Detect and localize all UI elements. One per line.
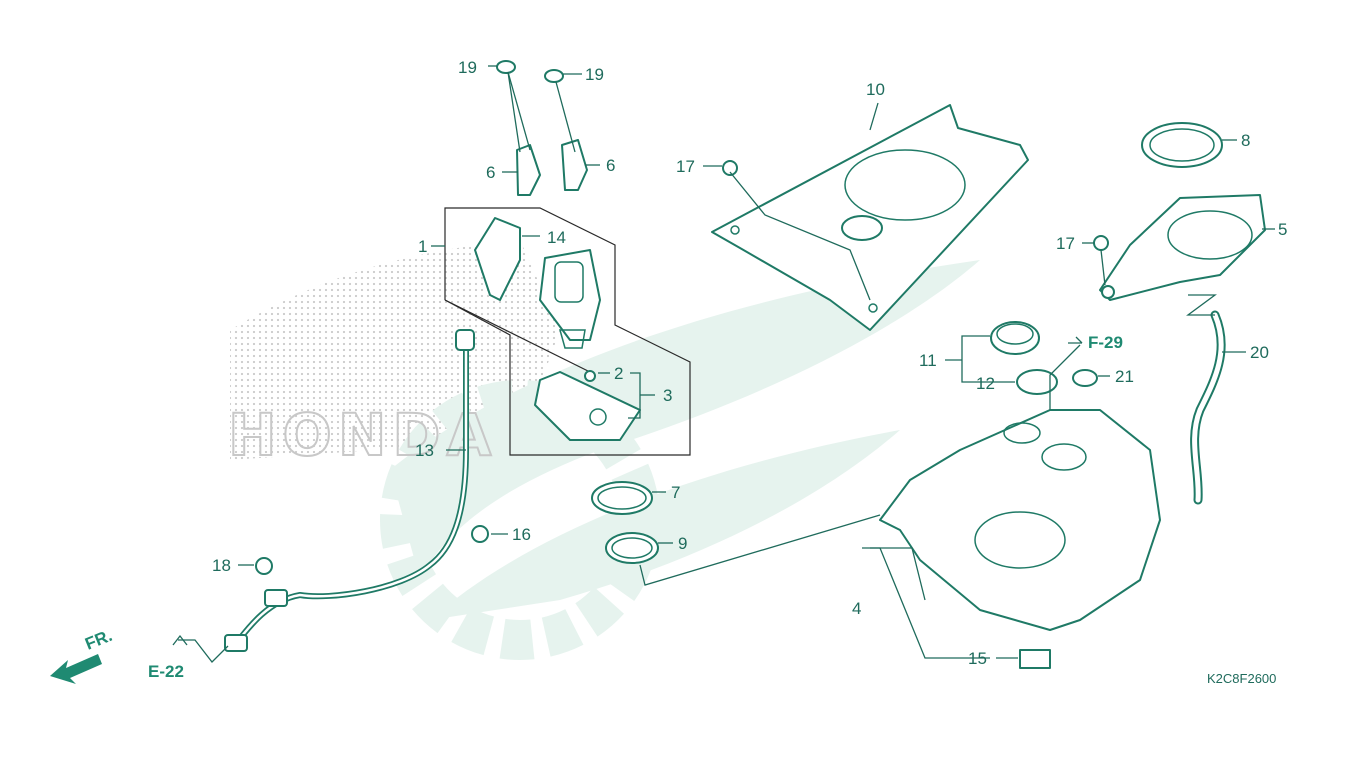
cap-seal-part[interactable] [1016, 369, 1058, 395]
cable-assembly-part[interactable] [224, 329, 489, 652]
callout-2: 2 [614, 364, 623, 383]
callout-21: 21 [1115, 367, 1134, 386]
ref-e22[interactable]: E-22 [148, 662, 184, 681]
pump-plate-part[interactable] [534, 370, 641, 441]
bracket-right-part[interactable] [544, 69, 588, 191]
callout-18: 18 [212, 556, 231, 575]
callout-6b: 6 [606, 156, 615, 175]
filler-tray-part[interactable] [1099, 194, 1266, 301]
callout-17b: 17 [1056, 234, 1075, 253]
callout-3: 3 [663, 386, 672, 405]
callout-13: 13 [415, 441, 434, 460]
callout-5: 5 [1278, 220, 1287, 239]
bolt-17b[interactable] [1093, 235, 1109, 251]
pad-15[interactable] [1019, 649, 1051, 669]
honda-wing-watermark [230, 240, 980, 660]
leader-lines [178, 65, 1275, 663]
callout-6a: 6 [486, 163, 495, 182]
bolt-17a[interactable] [722, 160, 738, 176]
callout-12: 12 [976, 374, 995, 393]
fuel-tank-part[interactable] [879, 409, 1161, 631]
ref-arrow-e22 [172, 634, 188, 646]
bracket-left-part[interactable] [496, 60, 541, 196]
callout-4: 4 [852, 599, 861, 618]
callout-20: 20 [1250, 343, 1269, 362]
callout-1: 1 [418, 237, 427, 256]
callout-17a: 17 [676, 157, 695, 176]
arrow-front-icon [50, 654, 102, 684]
tank-cover-part[interactable] [711, 104, 1029, 331]
callout-14: 14 [547, 228, 566, 247]
callout-15: 15 [968, 649, 987, 668]
fuel-cap-part[interactable] [990, 321, 1040, 355]
callout-10: 10 [866, 80, 885, 99]
ref-arrow-f29 [1068, 336, 1083, 344]
callout-7: 7 [671, 483, 680, 502]
grommet-part[interactable] [1072, 369, 1098, 387]
assembly-frame [444, 207, 691, 456]
callout-8: 8 [1241, 131, 1250, 150]
callout-9: 9 [678, 534, 687, 553]
callout-19b: 19 [585, 65, 604, 84]
direction-label: FR. [82, 626, 115, 654]
ref-f29[interactable]: F-29 [1088, 333, 1123, 352]
callout-11: 11 [919, 351, 937, 370]
watermark-text: HONDA [228, 401, 497, 469]
fuel-pump-part[interactable] [474, 217, 601, 349]
callout-16: 16 [512, 525, 531, 544]
drawing-code: K2C8F2600 [1207, 671, 1276, 686]
packing-8[interactable] [1141, 122, 1223, 168]
callout-19a: 19 [458, 58, 477, 77]
